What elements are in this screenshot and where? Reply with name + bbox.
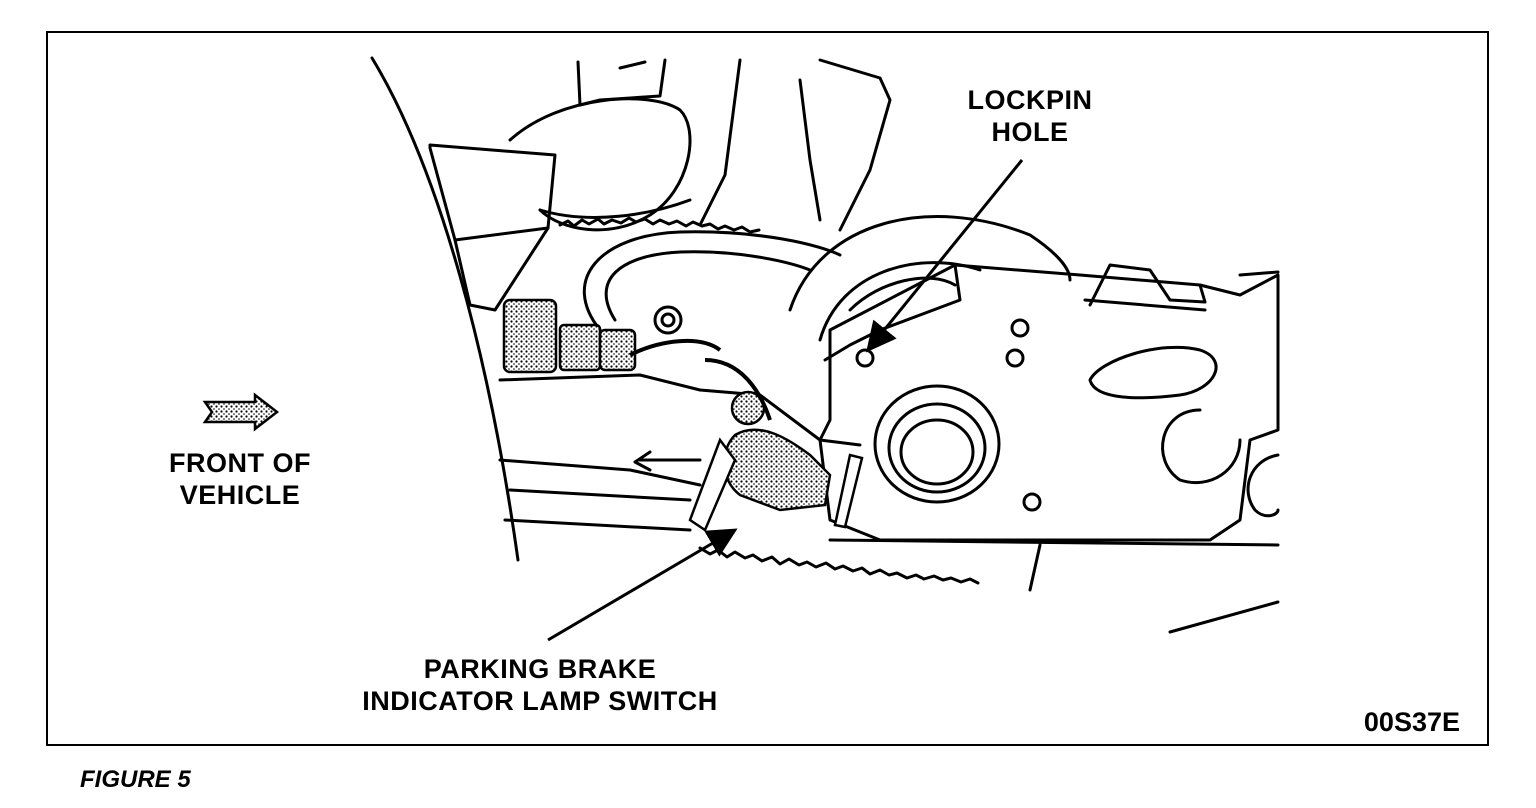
parking-brake-switch: [723, 428, 832, 512]
figure-caption: FIGURE 5: [80, 766, 191, 793]
lockpin-leader: [866, 159, 1024, 353]
lockpin-hole-line-1: LOCKPIN: [967, 85, 1093, 115]
figure-frame: [46, 31, 1489, 746]
figure-code: 00S37E: [1363, 707, 1460, 737]
bolt: [653, 305, 683, 335]
plate-bore: [873, 384, 1001, 504]
plate-slot: [1088, 345, 1218, 400]
carpet-edge-top: [558, 216, 761, 234]
parking-brake-switch-label: PARKING BRAKE INDICATOR LAMP SWITCH: [310, 653, 770, 717]
front-of-vehicle-line-2: VEHICLE: [179, 480, 301, 510]
wire-connector: [502, 298, 558, 374]
lever-plate: [818, 263, 1280, 542]
ratchet-sector: [788, 215, 1072, 312]
front-of-vehicle-label: FRONT OF VEHICLE: [130, 447, 350, 511]
mounting-bracket: [428, 143, 557, 312]
lockpin-hole-label: LOCKPIN HOLE: [940, 84, 1120, 148]
lever-oval: [508, 97, 692, 232]
carpet-edge-bottom: [698, 546, 980, 585]
brake-cable: [582, 230, 842, 332]
lockpin-hole-line-2: HOLE: [991, 117, 1069, 147]
switch-leader: [547, 528, 738, 642]
switch-label-line-2: INDICATOR LAMP SWITCH: [362, 686, 718, 716]
lever-arm: [498, 373, 862, 447]
front-of-vehicle-line-1: FRONT OF: [169, 448, 311, 478]
switch-label-line-1: PARKING BRAKE: [423, 654, 657, 684]
floor-panel-curve: [370, 56, 520, 562]
arrow-right-icon: [202, 392, 280, 432]
